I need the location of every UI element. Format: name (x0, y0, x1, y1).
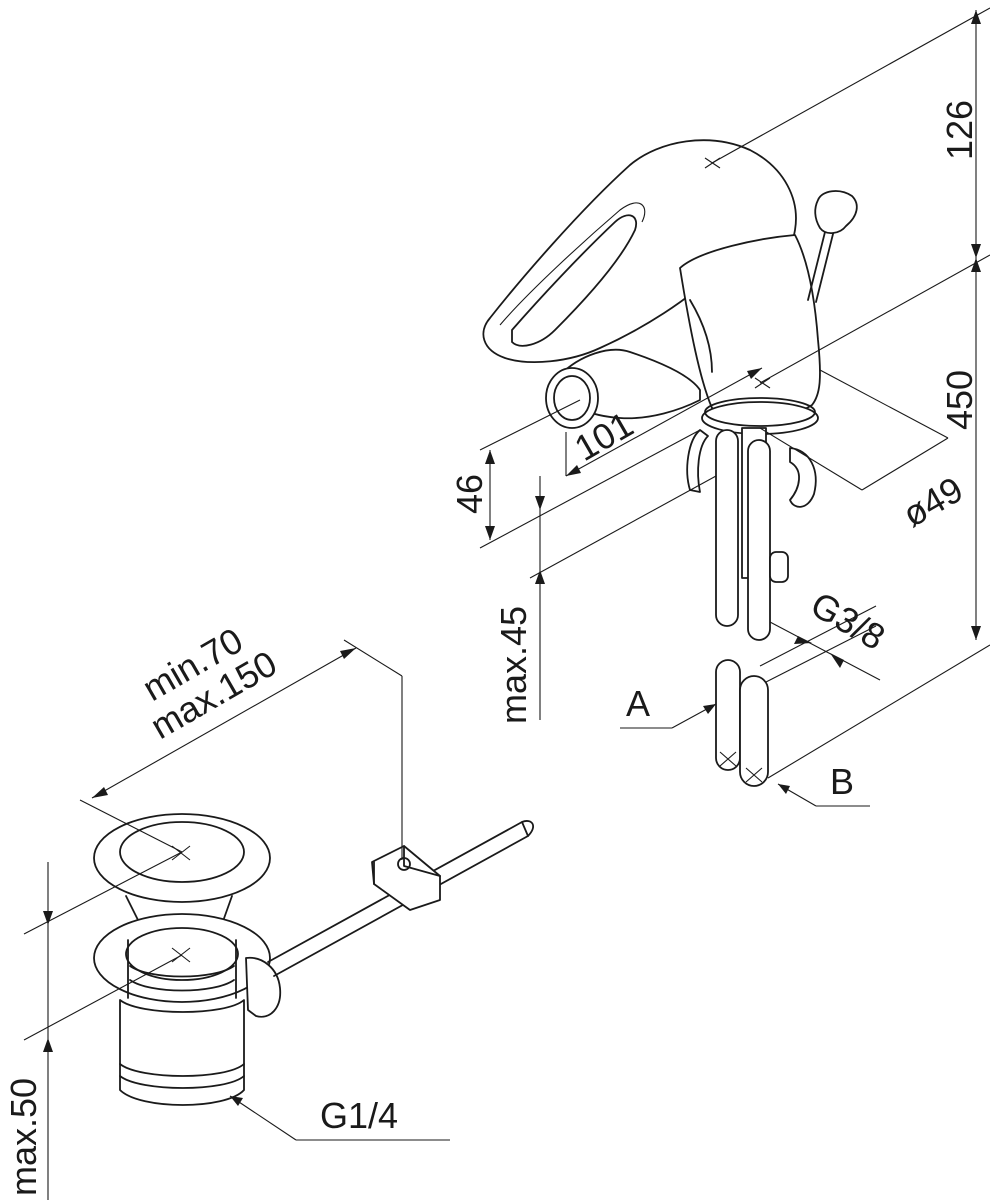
popup-knob (814, 190, 858, 234)
fixing-clip-right (789, 447, 817, 508)
popup-knob-rod (807, 227, 835, 303)
hose-left (715, 429, 739, 627)
popup-waste (93, 813, 535, 1106)
hose-fitting (769, 551, 789, 583)
stopper-cap (93, 813, 271, 903)
dim-thread-waste: G1/4 (320, 1095, 398, 1136)
dim-waste-max: max.50 (3, 1078, 44, 1196)
waste-flange (93, 913, 271, 1003)
lever-slot (511, 214, 638, 347)
hose-end-b (739, 675, 769, 787)
fixing-clip-left (686, 429, 709, 493)
dim-diameter: ø49 (896, 468, 970, 535)
dim-height-total: 450 (939, 370, 980, 430)
waste-tail (119, 999, 245, 1106)
dim-deck-max: max.45 (493, 606, 534, 724)
linkage-connector (245, 956, 282, 1018)
rod-clamp (371, 845, 441, 911)
hose-right (747, 439, 771, 641)
hose-end-a (715, 659, 741, 771)
callout-hose-b: B (830, 761, 854, 802)
dimension-lines (23, 7, 990, 1200)
mixer-tap (482, 139, 858, 787)
dim-height-top: 126 (939, 100, 980, 160)
dim-spout-height: 46 (449, 474, 490, 514)
callout-hose-a: A (626, 683, 650, 724)
tap-body (679, 234, 821, 418)
